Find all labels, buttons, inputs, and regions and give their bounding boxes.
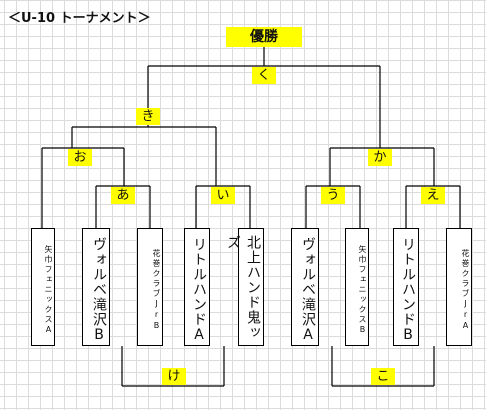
match-label-ka: か bbox=[368, 149, 392, 166]
match-label-e: え bbox=[421, 187, 445, 204]
match-label-o: お bbox=[68, 149, 92, 166]
match-label-ko: こ bbox=[371, 368, 395, 385]
team-box: 北上ハンド鬼ッズ bbox=[225, 228, 264, 346]
team-box: ヴォルベ滝沢A bbox=[291, 228, 319, 346]
match-label-ku: く bbox=[252, 67, 276, 84]
match-label-ke: け bbox=[162, 368, 186, 385]
team-box: 矢巾フェニックスB bbox=[345, 228, 369, 346]
match-label-a: あ bbox=[111, 187, 135, 204]
team-box: 花巻クラブJrA bbox=[446, 228, 472, 346]
match-label-u: う bbox=[321, 187, 345, 204]
page-title: ＜U-10 トーナメント＞ bbox=[8, 11, 151, 26]
team-box: リトルハンドA bbox=[184, 228, 210, 346]
team-box: ヴォルベ滝沢B bbox=[82, 228, 110, 346]
match-label-i: い bbox=[211, 187, 235, 204]
team-box: 花巻クラブJrB bbox=[137, 228, 163, 346]
team-box: リトルハンドB bbox=[393, 228, 419, 346]
champion-label: 優勝 bbox=[226, 27, 302, 47]
team-box: 矢巾フェニックスA bbox=[31, 228, 55, 346]
match-label-ki: き bbox=[136, 108, 160, 125]
